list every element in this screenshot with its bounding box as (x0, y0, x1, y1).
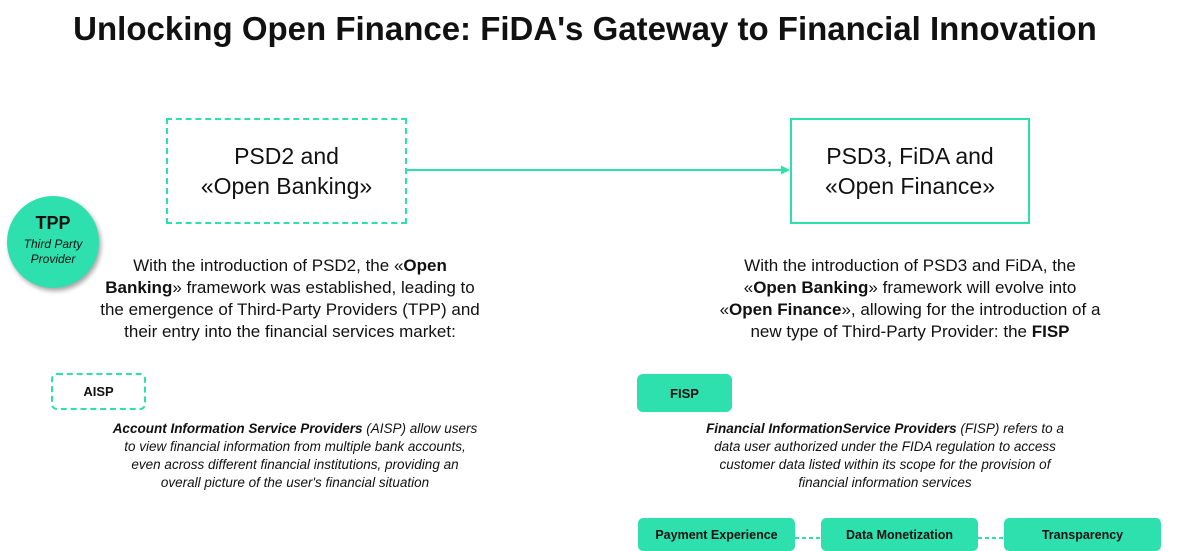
tpp-label: TPP (35, 213, 71, 233)
psd3-desc-bold: FISP (1031, 322, 1070, 341)
psd2-desc-text: » framework was established, leading to (172, 278, 475, 297)
psd2-desc-text: With the introduction of PSD2, the « (133, 256, 404, 275)
aisp-desc-text: overall picture of the user's financial … (160, 475, 430, 490)
evolution-arrow-head (781, 165, 790, 175)
psd3-box-line2: «Open Finance» (824, 173, 996, 199)
psd2-desc-text: the emergence of Third-Party Providers (… (100, 300, 480, 319)
benefit-payment-experience: Payment Experience (638, 518, 795, 551)
psd3-desc-text: » framework will evolve into (868, 278, 1077, 297)
aisp-badge: AISP (51, 373, 146, 410)
psd3-desc-text: « (719, 300, 730, 319)
fisp-desc-bold: Financial InformationService Providers (706, 421, 957, 436)
psd3-description: With the introduction of PSD3 and FiDA, … (660, 255, 1160, 343)
fisp-desc-text: financial information services (798, 475, 972, 490)
psd2-description: With the introduction of PSD2, the «Open… (40, 255, 540, 343)
psd3-desc-text: new type of Third-Party Provider: the (750, 322, 1032, 341)
psd2-desc-text: their entry into the financial services … (124, 322, 456, 341)
page-title: Unlocking Open Finance: FiDA's Gateway t… (73, 10, 1097, 47)
aisp-description: Account Information Service Providers (A… (60, 420, 530, 492)
psd2-desc-bold: Open (403, 256, 447, 275)
fisp-badge: FISP (637, 374, 732, 412)
psd3-desc-text: With the introduction of PSD3 and FiDA, … (744, 256, 1076, 275)
psd3-open-finance-box: PSD3, FiDA and «Open Finance» (790, 118, 1030, 224)
psd2-open-banking-box: PSD2 and «Open Banking» (166, 118, 407, 224)
tpp-badge: TPP Third Party Provider (7, 196, 99, 288)
fisp-desc-text: customer data listed within its scope fo… (719, 457, 1051, 472)
aisp-desc-text: (AISP) allow users (362, 421, 478, 436)
aisp-desc-text: to view financial information from multi… (124, 439, 466, 454)
psd3-desc-text: », allowing for the introduction of a (841, 300, 1101, 319)
aisp-desc-text: even across different financial institut… (131, 457, 459, 472)
psd2-box-line2: «Open Banking» (200, 173, 373, 199)
benefit-transparency: Transparency (1004, 518, 1161, 551)
tpp-sub-line1: Third Party (23, 237, 83, 251)
fisp-desc-text: data user authorized under the FIDA regu… (714, 439, 1056, 454)
psd3-desc-bold: Open Finance (729, 300, 842, 319)
psd3-desc-text: « (743, 278, 754, 297)
psd3-desc-bold: Open Banking (753, 278, 869, 297)
tpp-sub-line2: Provider (30, 252, 76, 266)
fisp-label: FISP (670, 385, 699, 401)
psd2-desc-bold: Banking (105, 278, 173, 297)
fisp-desc-text: (FISP) refers to a (956, 421, 1064, 436)
aisp-label: AISP (83, 384, 114, 399)
psd2-box-line1: PSD2 and (234, 143, 339, 169)
benefit-data-monetization: Data Monetization (821, 518, 978, 551)
psd3-box-line1: PSD3, FiDA and (826, 143, 994, 169)
fisp-description: Financial InformationService Providers (… (650, 420, 1120, 492)
aisp-desc-bold: Account Information Service Providers (112, 421, 363, 436)
